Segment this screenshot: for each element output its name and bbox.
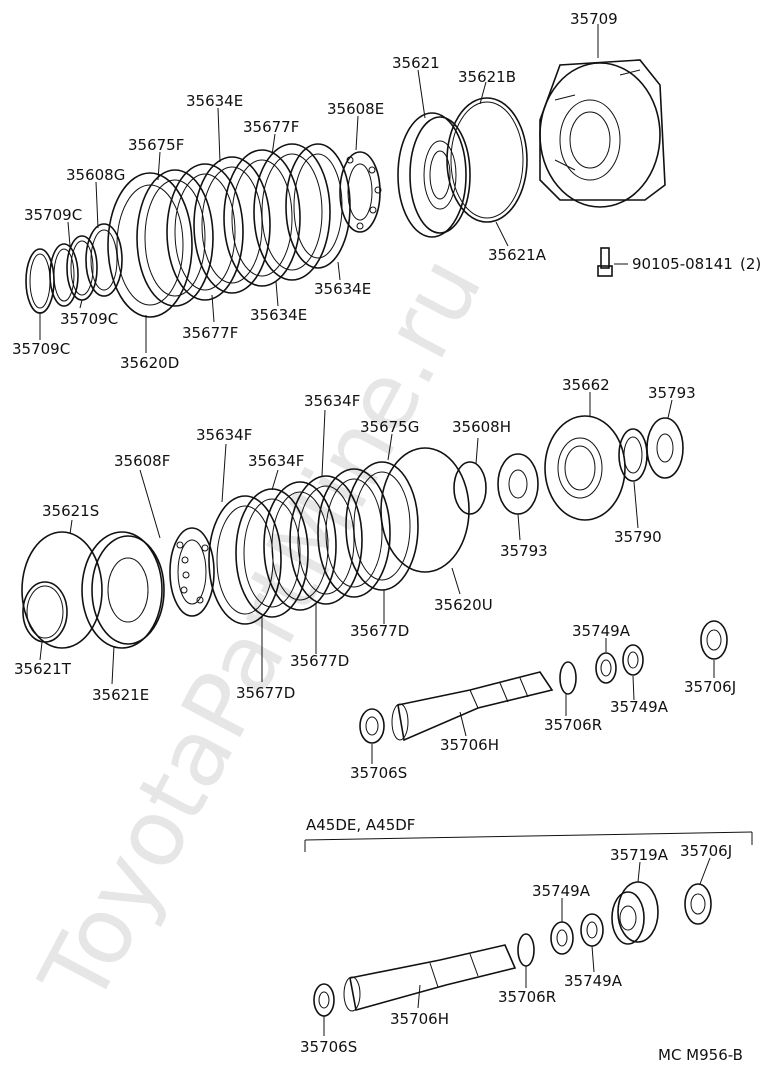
- label-35634e-2: 35634E: [250, 306, 307, 324]
- watermark-text: ToyotaPartMine.ru: [19, 240, 502, 1021]
- variant-label: A45DE, A45DF: [306, 816, 415, 834]
- label-35793-2: 35793: [500, 542, 548, 560]
- label-bolt-qty: (2): [740, 255, 761, 273]
- label-35709c-2: 35709C: [60, 310, 118, 328]
- label-35706r: 35706R: [544, 716, 602, 734]
- label-35706s-2: 35706S: [300, 1038, 357, 1056]
- callout-labels: 35709 35621 35621B 35608E 35634E 35677F …: [12, 10, 761, 1064]
- shaft-35706h-2: [343, 944, 517, 1012]
- label-35675f: 35675F: [128, 136, 184, 154]
- label-35709: 35709: [570, 10, 618, 28]
- variant-section: [304, 831, 753, 1036]
- label-35634f: 35634F: [304, 392, 360, 410]
- label-35620u: 35620U: [434, 596, 493, 614]
- washer-35749a-2: [622, 644, 644, 676]
- label-35621b: 35621B: [458, 68, 516, 86]
- shaft-assembly-1: [359, 620, 728, 764]
- thrust-washer-35793-2: [646, 417, 684, 479]
- gear-35719a: [611, 881, 659, 945]
- washer-35706s-2: [313, 983, 335, 1017]
- top-assembly: [25, 24, 666, 353]
- return-spring-35608f: [169, 527, 215, 617]
- label-35749a-3: 35749A: [532, 882, 591, 900]
- label-35706h: 35706H: [440, 736, 499, 754]
- piston-35621: [397, 112, 471, 238]
- shaft-35706h: [391, 671, 554, 742]
- label-35621a: 35621A: [488, 246, 547, 264]
- washer-35749a-3: [550, 921, 574, 955]
- washer-35706j-2: [684, 883, 712, 925]
- label-35749a: 35749A: [572, 622, 631, 640]
- washer-35706j: [700, 620, 728, 660]
- snap-ring-35706r-2: [517, 933, 535, 967]
- label-35709c: 35709C: [24, 206, 82, 224]
- clutch-drum-35709: [539, 59, 666, 208]
- label-35608g: 35608G: [66, 166, 125, 184]
- snap-ring-35620u: [380, 447, 470, 573]
- label-35621: 35621: [392, 54, 440, 72]
- label-35677d-3: 35677D: [350, 622, 409, 640]
- label-35719a: 35719A: [610, 846, 669, 864]
- washer-35749a-4: [580, 913, 604, 947]
- middle-assembly: [21, 392, 684, 685]
- label-35790: 35790: [614, 528, 662, 546]
- retainer-35608h: [453, 461, 487, 515]
- washer-35749a: [595, 652, 617, 684]
- label-35675g: 35675G: [360, 418, 419, 436]
- drawing-code: MC M956-B: [658, 1046, 743, 1064]
- plate-stack-top: [107, 143, 351, 318]
- snap-ring-35709c-2: [49, 243, 79, 307]
- label-35677f-2: 35677F: [182, 324, 238, 342]
- label-35706j-2: 35706J: [680, 842, 732, 860]
- return-spring-35608e: [339, 151, 382, 233]
- label-35620d: 35620D: [120, 354, 179, 372]
- label-90105-08141: 90105-08141: [632, 255, 733, 273]
- spring-retainer-35608g: [85, 223, 123, 297]
- label-35793: 35793: [648, 384, 696, 402]
- label-35706h-2: 35706H: [390, 1010, 449, 1028]
- label-35634e: 35634E: [186, 92, 243, 110]
- bolt-90105-08141: [597, 247, 613, 277]
- label-35706r-2: 35706R: [498, 988, 556, 1006]
- label-35621e: 35621E: [92, 686, 149, 704]
- label-35677d: 35677D: [236, 684, 295, 702]
- label-35749a-2: 35749A: [610, 698, 669, 716]
- label-35706j: 35706J: [684, 678, 736, 696]
- label-35608h: 35608H: [452, 418, 511, 436]
- piston-35621e: [81, 531, 165, 649]
- label-35608e: 35608E: [327, 100, 384, 118]
- label-35634e-3: 35634E: [314, 280, 371, 298]
- o-ring-35621t: [22, 581, 68, 643]
- label-35677f: 35677F: [243, 118, 299, 136]
- label-35677d-2: 35677D: [290, 652, 349, 670]
- label-35608f: 35608F: [114, 452, 170, 470]
- label-35706s: 35706S: [350, 764, 407, 782]
- label-35634f-3: 35634F: [248, 452, 304, 470]
- label-35709c-3: 35709C: [12, 340, 70, 358]
- snap-ring-35706r: [559, 661, 577, 695]
- o-ring-35621b: [446, 97, 528, 223]
- thrust-washer-35793: [497, 453, 539, 515]
- o-ring-35621s: [21, 531, 103, 649]
- label-35621s: 35621S: [42, 502, 99, 520]
- hub-35662: [544, 415, 626, 521]
- washer-35706s: [359, 708, 385, 744]
- label-35749a-4: 35749A: [564, 972, 623, 990]
- label-35662: 35662: [562, 376, 610, 394]
- label-35634f-2: 35634F: [196, 426, 252, 444]
- label-35621t: 35621T: [14, 660, 72, 678]
